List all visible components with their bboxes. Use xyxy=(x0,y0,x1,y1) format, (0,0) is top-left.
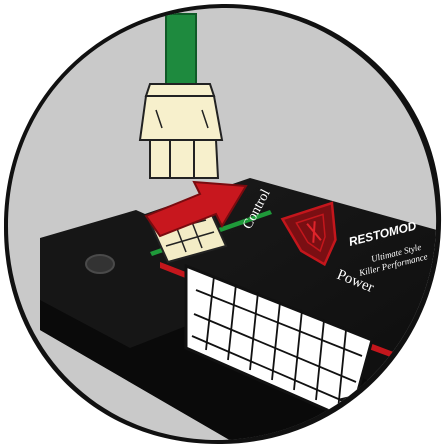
mounting-hole xyxy=(86,255,114,273)
green-wire xyxy=(166,14,196,92)
